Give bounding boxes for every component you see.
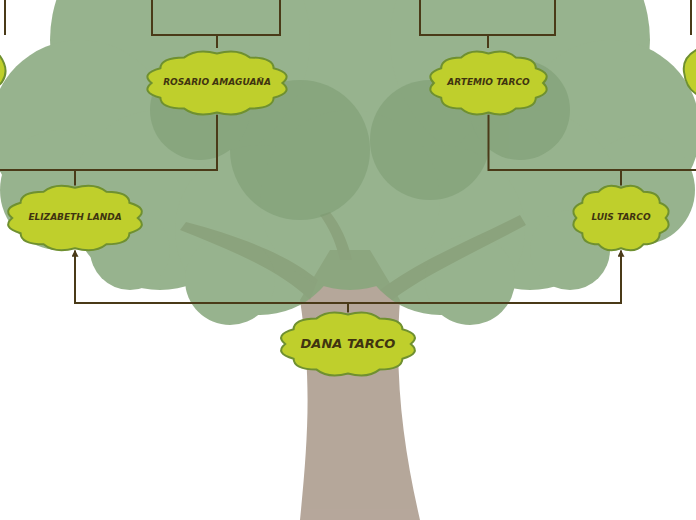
person-cloud: LUIS TARCO [569, 181, 673, 255]
tree-canopy [0, 0, 696, 325]
person-name: ROSARIO AMAGUAÑA [163, 78, 271, 88]
text-group: LUIS TARCO [591, 213, 650, 223]
text-group: DANA TARCO [301, 337, 396, 351]
partial-cloud [0, 48, 696, 97]
person-name: ARTEMIO TARCO [447, 78, 529, 88]
cloud-outline [281, 313, 415, 376]
person-cloud: ELIZABETH LANDA [2, 181, 148, 255]
person-name: ELIZABETH LANDA [28, 213, 121, 223]
text-group: ARTEMIO TARCO [447, 78, 529, 88]
cloud-outline [430, 52, 546, 115]
person-cloud: ROSARIO AMAGUAÑA [141, 47, 293, 119]
person-cloud: DANA TARCO [275, 308, 421, 380]
off-page-links [0, 0, 696, 170]
person-name: DANA TARCO [301, 337, 396, 351]
family-link [489, 115, 622, 186]
person-name: LUIS TARCO [591, 213, 650, 223]
cloud-outline [573, 186, 668, 251]
text-group: ROSARIO AMAGUAÑA [163, 78, 271, 88]
cloud-outline [8, 186, 142, 251]
family-link [348, 251, 621, 313]
family-link [75, 115, 217, 186]
person-cloud: ARTEMIO TARCO [425, 47, 552, 119]
text-group: ELIZABETH LANDA [28, 213, 121, 223]
cloud-outline [147, 52, 286, 115]
canopy-shade [150, 60, 570, 220]
family-link [75, 251, 348, 313]
